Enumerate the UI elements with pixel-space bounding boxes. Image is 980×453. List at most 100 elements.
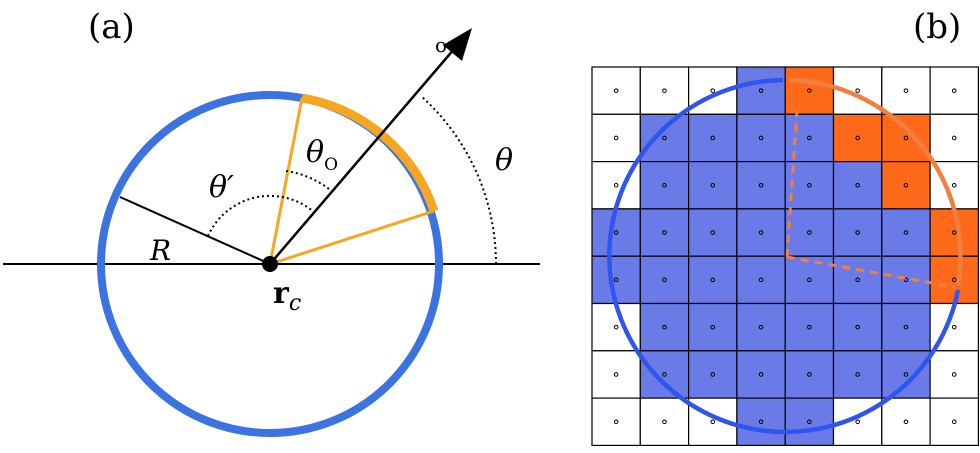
lattice-node <box>807 230 812 235</box>
lattice-node <box>662 372 667 377</box>
lattice-node <box>903 135 909 141</box>
lattice-node <box>903 419 909 425</box>
lattice-cell-inside <box>639 350 690 399</box>
panel-a: (a) o R θ θ′ θO rc <box>3 7 540 437</box>
lattice-node <box>662 419 667 425</box>
lattice-node <box>710 88 716 93</box>
lattice-cell-outside <box>591 397 641 447</box>
lattice-node <box>613 182 619 188</box>
lattice-cell-inside <box>736 350 786 399</box>
lattice-node <box>613 88 619 93</box>
lattice-cell-inside <box>687 161 738 210</box>
center-label: rc <box>273 276 301 316</box>
lattice-node <box>710 372 716 377</box>
lattice-cell-outside <box>639 397 690 447</box>
lattice-cell-inside <box>687 208 738 257</box>
lattice-node <box>951 277 957 283</box>
lattice-cell-inside <box>832 208 883 257</box>
lattice-node <box>855 372 860 377</box>
lattice-circle-orange <box>788 77 963 286</box>
direction-arrow-shaft <box>269 47 456 265</box>
sector-edge-right <box>269 209 435 266</box>
lattice-cell-inside <box>736 302 786 352</box>
lattice-node <box>807 277 812 283</box>
lattice-node <box>951 88 957 93</box>
lattice-node <box>903 230 909 235</box>
lattice-circle-blue <box>607 77 961 435</box>
lattice-cell-inside <box>784 113 835 163</box>
lattice-cell-inside <box>639 208 690 257</box>
lattice-node <box>613 135 619 141</box>
lattice-node <box>710 324 716 330</box>
radius-line <box>119 196 271 265</box>
lattice-node <box>710 419 716 425</box>
panel-a-label: (a) <box>88 7 135 47</box>
lattice-cell-sector <box>832 113 883 163</box>
lattice-cell-inside <box>591 255 641 305</box>
lattice-node <box>613 277 619 283</box>
lattice-node <box>951 182 957 188</box>
lattice-node <box>951 372 957 377</box>
theta-label: θ <box>495 143 513 178</box>
lattice-cell-outside <box>929 66 979 115</box>
lattice-node <box>855 324 860 330</box>
theta-o-angle-arc <box>285 170 335 194</box>
lattice-sector-edge-left <box>785 109 799 258</box>
lattice-cell-sector <box>784 66 835 115</box>
lattice-cell-inside <box>736 66 786 115</box>
lattice-node <box>613 419 619 425</box>
lattice-cell-outside <box>591 350 641 399</box>
lattice-cell-inside <box>639 302 690 352</box>
lattice-cell-outside <box>591 113 641 163</box>
lattice-cell-outside <box>929 350 979 399</box>
center-point <box>262 256 278 272</box>
lattice-cell-inside <box>832 350 883 399</box>
lattice-node <box>662 182 667 188</box>
lattice-node <box>613 230 619 235</box>
theta-prime-label: θ′ <box>209 170 234 205</box>
lattice-node <box>951 324 957 330</box>
lattice-node <box>855 277 860 283</box>
lattice-node <box>855 88 860 93</box>
lattice-cell-inside <box>736 397 786 447</box>
lattice-cell-inside <box>784 350 835 399</box>
sector-edge-left <box>268 97 304 265</box>
lattice-node <box>613 372 619 377</box>
lattice-node <box>903 182 909 188</box>
lattice-cell-inside <box>832 161 883 210</box>
radius-label: R <box>149 234 171 267</box>
lattice-node <box>758 419 764 425</box>
lattice-node <box>807 324 812 330</box>
lattice-node <box>951 419 957 425</box>
cell-boundary-circle <box>97 91 443 437</box>
lattice-cell-inside <box>832 255 883 305</box>
lattice-cell-inside <box>784 302 835 352</box>
lattice-cell-inside <box>736 255 786 305</box>
theta-angle-arc <box>420 95 497 265</box>
lattice-cell-inside <box>639 161 690 210</box>
lattice-cell-inside <box>736 113 786 163</box>
lattice-cell-inside <box>881 350 931 399</box>
lattice-nodes <box>613 88 957 425</box>
lattice-node <box>710 182 716 188</box>
lattice-node <box>855 182 860 188</box>
lattice-cell-outside <box>929 113 979 163</box>
lattice-node <box>710 230 716 235</box>
lattice-node <box>662 277 667 283</box>
lattice-node <box>758 372 764 377</box>
lattice-node <box>758 182 764 188</box>
lattice-node <box>613 324 619 330</box>
lattice-cell-inside <box>881 208 931 257</box>
lattice-node <box>662 88 667 93</box>
lattice-cell-inside <box>639 113 690 163</box>
lattice-node <box>758 277 764 283</box>
lattice-cell-outside <box>591 66 641 115</box>
lattice-cell-inside <box>687 302 738 352</box>
lattice-node <box>710 135 716 141</box>
lattice-node <box>662 324 667 330</box>
lattice-node <box>903 277 909 283</box>
lattice-cell-sector <box>881 113 931 163</box>
lattice-cell-inside <box>736 161 786 210</box>
lattice-node <box>807 88 812 93</box>
